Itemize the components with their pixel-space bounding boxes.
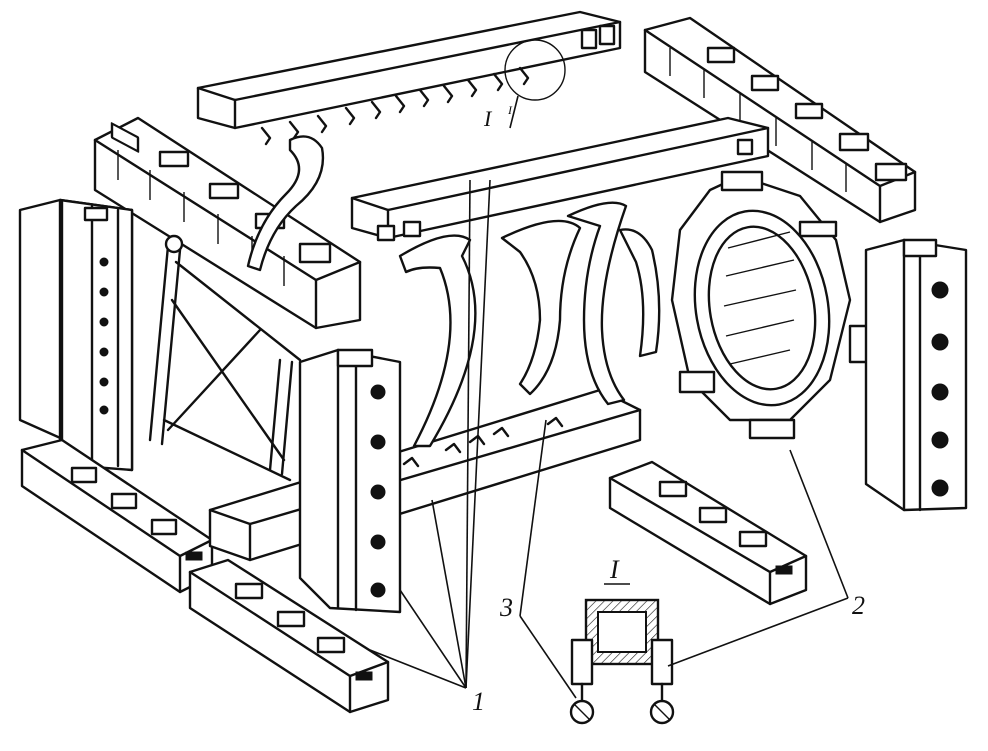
left-base-rail	[20, 438, 214, 594]
top-beam-rear	[196, 10, 622, 146]
curved-ribs	[246, 135, 661, 448]
top-beam-front	[350, 116, 770, 242]
right-column-holes	[931, 281, 949, 497]
right-base-rail	[608, 460, 808, 606]
label-3: 3	[499, 593, 513, 622]
detail-title: I	[609, 555, 620, 584]
left-column	[18, 198, 134, 472]
left-column-holes	[99, 257, 109, 415]
right-column	[864, 238, 968, 512]
label-1: 1	[472, 687, 485, 716]
detail-marker-sup: I	[507, 103, 513, 117]
label-2: 2	[852, 591, 865, 620]
left-truss-frame	[148, 234, 302, 482]
center-column-holes	[370, 384, 386, 598]
ring-frame	[670, 170, 890, 440]
center-column	[298, 348, 402, 614]
front-base-rail	[188, 558, 390, 714]
leader-lines	[369, 179, 849, 699]
beam-clamps-row	[260, 66, 530, 146]
detail-section: I	[569, 555, 675, 725]
right-lattice-beam	[643, 16, 917, 224]
detail-marker-label: I	[483, 106, 493, 131]
detail-marker: I I	[483, 39, 566, 131]
